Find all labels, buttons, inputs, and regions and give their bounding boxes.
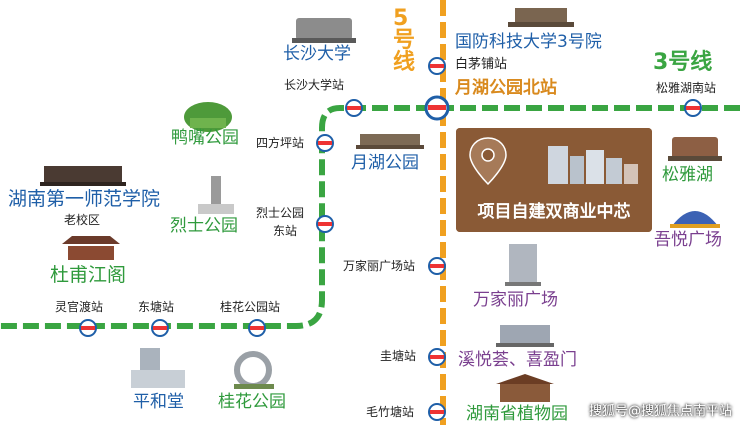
- landmark-botanical-icon: [496, 374, 554, 402]
- landmark-normal-univ-icon: [40, 166, 126, 186]
- station-marker-lieshi: [316, 215, 334, 233]
- station-label-dongtang: 东塘站: [138, 300, 175, 314]
- watermark: 搜狐号@搜狐焦点南平站: [588, 404, 732, 419]
- station-marker-songya: [684, 99, 702, 117]
- line3-label: 3号线: [653, 50, 713, 75]
- landmark-nudt-icon: [508, 8, 574, 27]
- place-wuyue: 吾悦广场: [654, 230, 722, 250]
- place-nudt: 国防科技大学3号院: [455, 32, 602, 52]
- station-marker-maozhutang: [428, 403, 446, 421]
- landmark-guihua-icon: [234, 351, 274, 389]
- project-illustration: [456, 128, 652, 232]
- place-yazui: 鸭嘴公园: [171, 128, 239, 148]
- station-label-lieshi-1: 烈士公园: [256, 206, 305, 220]
- landmark-songyahu-icon: [668, 137, 722, 161]
- landmark-wanjiali-icon: [505, 244, 541, 286]
- station-marker-wanjiali: [428, 257, 446, 275]
- place-pinghe: 平和堂: [133, 392, 184, 412]
- place-songyahu: 松雅湖: [662, 165, 713, 185]
- station-marker-sifangping: [316, 134, 334, 152]
- place-botanical: 湖南省植物园: [466, 404, 568, 424]
- place-guihua: 桂花公园: [218, 392, 286, 412]
- station-label-sifangping: 四方坪站: [256, 136, 305, 150]
- station-marker-guihua: [248, 319, 266, 337]
- station-marker-baimaopu: [428, 57, 446, 75]
- station-label-wanjiali: 万家丽广场站: [343, 259, 416, 273]
- landmark-lieshi-icon: [198, 176, 234, 214]
- project-buildings-icon: [548, 146, 638, 184]
- landmark-pinghe-icon: [131, 348, 185, 388]
- landmark-yazui-icon: [184, 102, 232, 132]
- location-pin-icon: [469, 137, 507, 186]
- station-marker-dongtang: [151, 319, 169, 337]
- place-normal-univ: 湖南第一师范学院: [8, 188, 161, 210]
- line3-track: [0, 105, 740, 329]
- landmark-wuyue-icon: [670, 211, 720, 228]
- line5-label: 5号线: [393, 6, 416, 75]
- project-card: 项目自建双商业中芯: [456, 128, 652, 232]
- landmark-dufu-icon: [62, 236, 120, 260]
- station-label-changsha-univ: 长沙大学站: [284, 78, 345, 92]
- place-changsha-univ: 长沙大学: [283, 44, 351, 64]
- station-marker-changsha-univ: [345, 99, 363, 117]
- station-label-lingguandu: 灵官渡站: [55, 300, 104, 314]
- station-label-baimaopu: 白茅铺站: [455, 57, 508, 72]
- station-label-maozhutang: 毛竹塘站: [366, 405, 415, 419]
- place-wanjiali: 万家丽广场: [473, 290, 558, 310]
- place-dufu: 杜甫江阁: [50, 264, 127, 286]
- station-marker-yuehu-north: [424, 95, 450, 121]
- station-label-yuehu-north: 月湖公园北站: [455, 78, 557, 98]
- station-label-lieshi-2: 东站: [273, 224, 298, 238]
- place-yuehu: 月湖公园: [351, 153, 419, 173]
- landmark-changsha-univ-icon: [292, 18, 356, 43]
- station-label-guihua: 桂花公园站: [220, 300, 281, 314]
- place-old-campus: 老校区: [64, 213, 101, 227]
- project-label: 项目自建双商业中芯: [477, 202, 631, 222]
- place-xiyue: 溪悦荟、喜盈门: [458, 350, 577, 370]
- station-marker-guitang: [428, 348, 446, 366]
- station-label-guitang: 圭塘站: [380, 349, 417, 363]
- station-markers: [79, 57, 702, 421]
- place-lieshi: 烈士公园: [170, 216, 238, 236]
- landmark-yuehu-icon: [356, 134, 424, 149]
- station-marker-lingguandu: [79, 319, 97, 337]
- station-label-songya-south: 松雅湖南站: [656, 81, 717, 95]
- landmark-xiyue-icon: [496, 325, 554, 347]
